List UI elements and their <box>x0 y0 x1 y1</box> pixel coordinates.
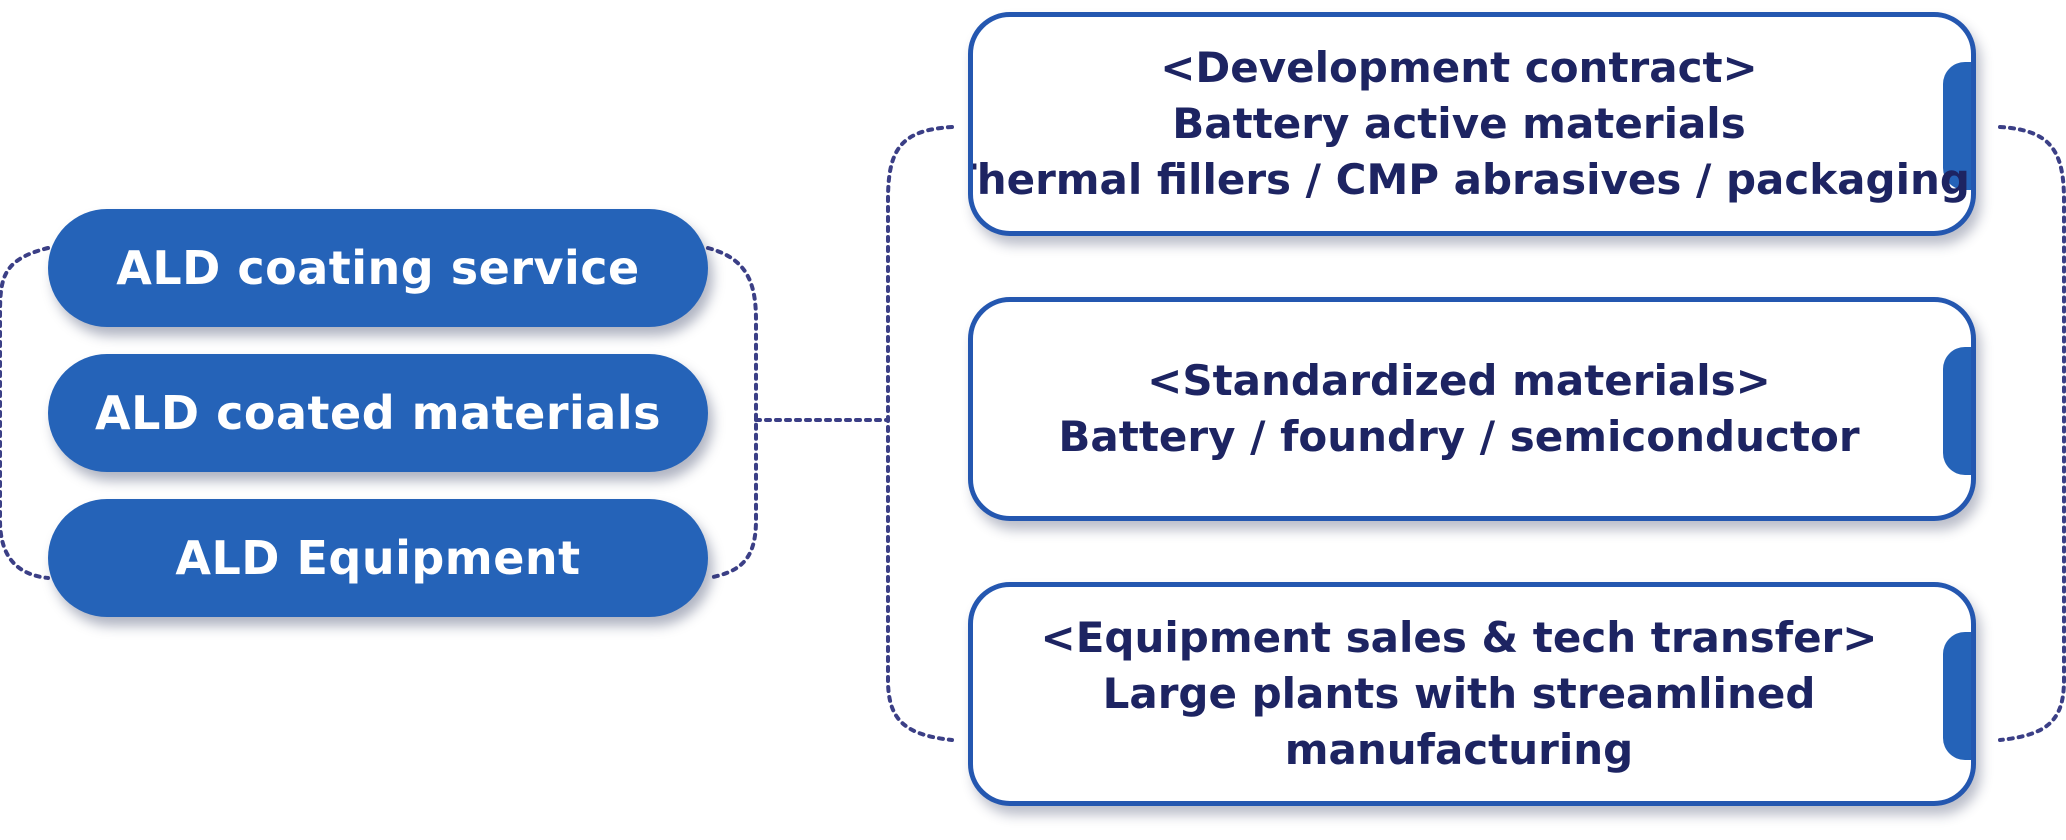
card-text: <Standardized materials> Battery / found… <box>973 302 1945 516</box>
card-text: <Development contract> Battery active ma… <box>973 17 1970 231</box>
right-group-bracket <box>706 246 758 580</box>
card-standardized-materials: <Standardized materials> Battery / found… <box>968 297 1976 521</box>
card-line: Large plants with streamlined <box>1102 669 1816 718</box>
cards-right-bracket <box>1998 125 2066 742</box>
card-equipment-sales: <Equipment sales & tech transfer> Large … <box>968 582 1976 806</box>
card-text: <Equipment sales & tech transfer> Large … <box>973 587 1945 801</box>
offering-label: ALD coated materials <box>95 386 661 440</box>
card-line: Battery active materials <box>1172 99 1746 148</box>
card-title: <Development contract> <box>1160 43 1758 92</box>
card-line: Battery / foundry / semiconductor <box>1058 412 1860 461</box>
offering-label: ALD coating service <box>116 241 640 295</box>
card-title: <Equipment sales & tech transfer> <box>1040 613 1878 662</box>
card-tab <box>1943 632 1971 760</box>
offering-label: ALD Equipment <box>175 531 581 585</box>
cards-left-bracket <box>886 125 954 742</box>
card-tab <box>1943 347 1971 475</box>
offering-ald-coating-service: ALD coating service <box>48 209 708 327</box>
card-tab <box>1943 62 1971 190</box>
card-line: Thermal fillers / CMP abrasives / packag… <box>968 155 1970 204</box>
offering-ald-equipment: ALD Equipment <box>48 499 708 617</box>
offering-ald-coated-materials: ALD coated materials <box>48 354 708 472</box>
card-line: manufacturing <box>1284 725 1634 774</box>
card-title: <Standardized materials> <box>1147 356 1771 405</box>
card-development-contract: <Development contract> Battery active ma… <box>968 12 1976 236</box>
left-group-bracket <box>0 246 50 580</box>
